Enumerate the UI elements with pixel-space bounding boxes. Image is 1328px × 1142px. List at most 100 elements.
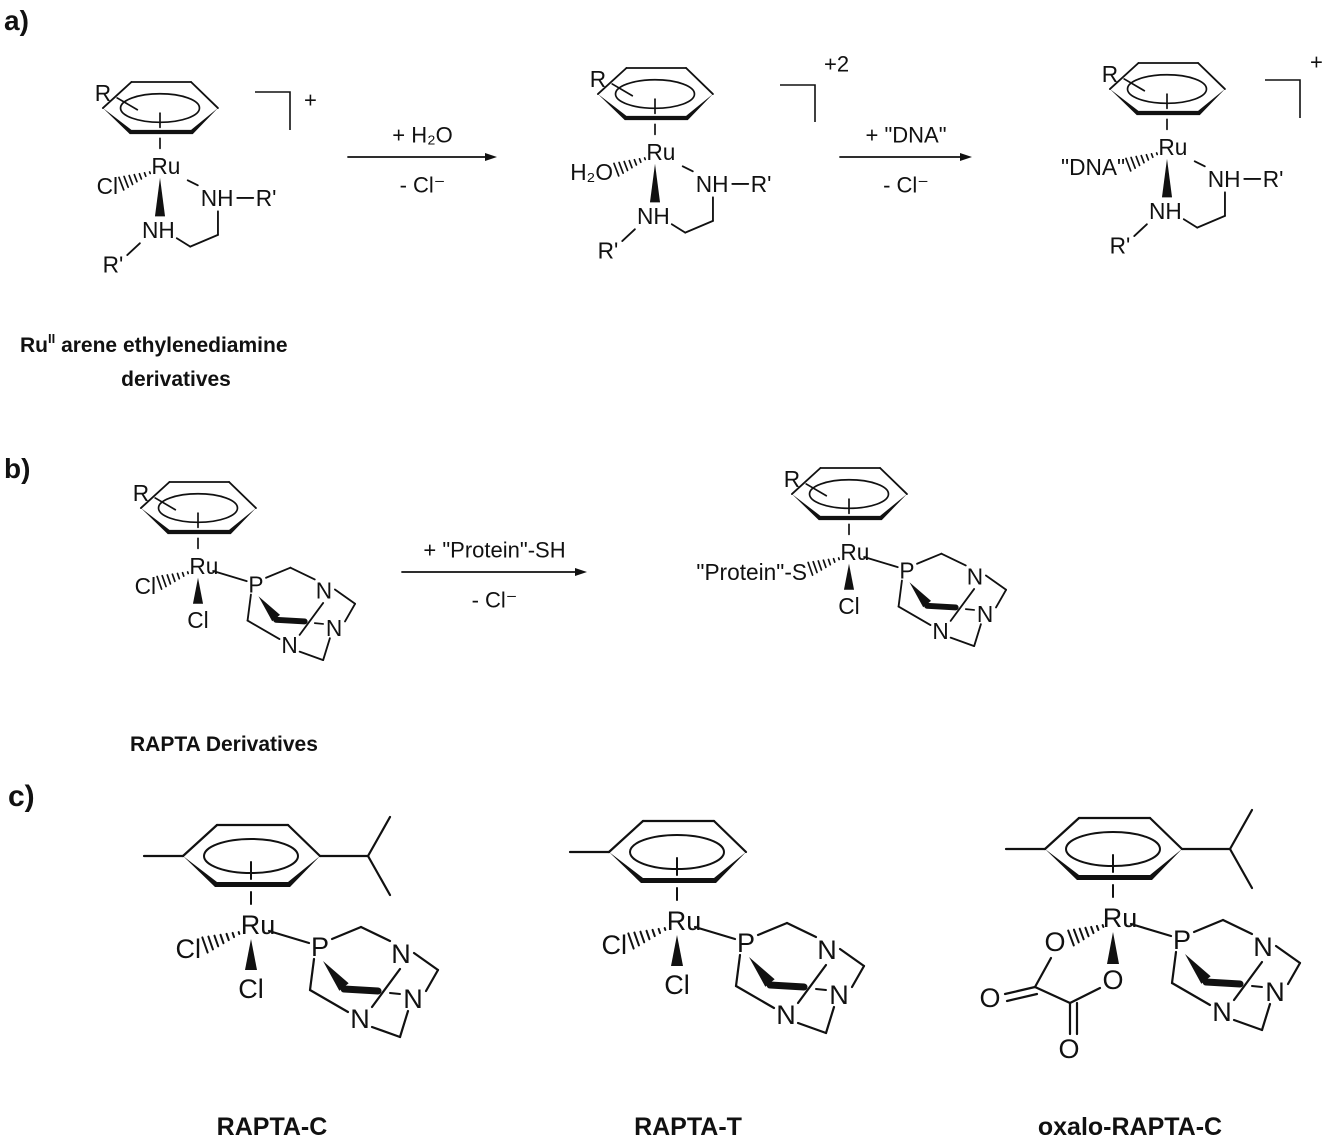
left-ligand-label: Cl — [135, 573, 156, 599]
nitrogen-label: N — [391, 939, 411, 969]
bond — [308, 957, 316, 992]
nitrogen-label: N — [403, 984, 423, 1014]
left-ligand-label: H₂O — [570, 159, 613, 185]
r-bond — [116, 97, 139, 111]
bond — [838, 947, 866, 968]
bond — [1068, 986, 1102, 1005]
bond — [1170, 981, 1212, 1007]
bond — [596, 67, 628, 95]
arene-ring — [1043, 816, 1184, 898]
reaction-arrow-head — [960, 153, 972, 161]
hash-line — [219, 933, 225, 945]
wedge-bond — [749, 957, 775, 987]
hashed-bond — [156, 571, 190, 590]
bond — [684, 219, 714, 234]
bond — [863, 556, 899, 569]
nitrogen-label: N — [316, 577, 332, 603]
nitrogen-label: N — [977, 601, 993, 627]
hash-line — [176, 572, 181, 580]
bond — [1260, 1002, 1272, 1032]
bond — [412, 951, 440, 972]
ruthenium-label: Ru — [1158, 134, 1187, 160]
wedge-bond — [909, 582, 932, 608]
hash-line — [638, 158, 642, 164]
compound-name: oxalo-RAPTA-C — [1038, 1113, 1222, 1141]
bond — [879, 467, 908, 495]
bond — [824, 1005, 836, 1035]
bond — [681, 165, 694, 173]
hash-line — [231, 931, 236, 939]
hash-line — [166, 574, 172, 585]
hash-line — [148, 171, 152, 175]
bond — [1232, 960, 1264, 1002]
hash-line — [201, 936, 209, 954]
bond — [949, 636, 976, 648]
reaction-arrow-head — [575, 568, 587, 576]
bond — [916, 552, 943, 565]
hash-line — [623, 160, 629, 172]
hash-line — [1135, 155, 1141, 167]
bond — [424, 968, 440, 993]
bond — [984, 574, 1008, 591]
bond — [370, 967, 402, 1009]
bond — [964, 608, 976, 611]
bond — [796, 963, 828, 1005]
phosphorus-label: P — [311, 932, 329, 962]
nitrogen-label: N — [817, 935, 837, 965]
bond — [1033, 985, 1072, 1005]
hashed-bond — [627, 927, 667, 950]
r-prime-label: R' — [1263, 166, 1284, 192]
charge-bracket — [1265, 79, 1301, 118]
hash-line — [628, 159, 633, 169]
carbonyl-oxygen-label: O — [1058, 1034, 1079, 1064]
bold-bond — [766, 981, 808, 991]
hash-line — [1155, 152, 1159, 156]
isopropyl-bond — [1228, 847, 1254, 890]
hash-line — [1145, 153, 1150, 161]
bond — [1108, 62, 1140, 90]
hash-line — [837, 557, 841, 561]
hash-line — [1072, 928, 1080, 944]
bond — [126, 242, 141, 256]
bond — [101, 81, 133, 109]
hash-line — [186, 571, 190, 575]
bond — [189, 233, 219, 248]
bold-bond — [1202, 978, 1244, 988]
bond — [1005, 992, 1039, 1003]
arene-ring — [790, 467, 908, 536]
r-prime-label: R' — [103, 251, 124, 277]
wedge-bond — [649, 163, 661, 203]
bond — [286, 823, 322, 858]
hash-line — [1130, 156, 1137, 170]
bond — [1286, 961, 1302, 986]
phosphorus-label: P — [248, 571, 263, 597]
carbonyl-oxygen-label: O — [979, 983, 1000, 1013]
hash-line — [1090, 925, 1095, 935]
charge-label: +2 — [824, 52, 849, 77]
bond — [1192, 918, 1225, 934]
nitrogen-label: N — [1253, 932, 1273, 962]
bond — [1232, 1018, 1264, 1032]
bond — [897, 605, 932, 627]
arrow-reagent-label: + "DNA" — [865, 123, 946, 148]
bond — [940, 552, 967, 567]
hashed-bond — [613, 157, 647, 177]
hashed-bond — [201, 931, 241, 954]
hash-line — [118, 176, 125, 191]
bond — [1148, 816, 1184, 851]
arrow-byproduct-label: - Cl⁻ — [883, 173, 929, 198]
panel-b-label: b) — [4, 453, 30, 484]
panel-b-caption: RAPTA Derivatives — [130, 733, 318, 756]
left-ligand-label: "DNA" — [1061, 154, 1125, 180]
arene-ring — [139, 481, 257, 550]
hash-line — [161, 574, 167, 588]
substituent-r: R — [133, 480, 149, 506]
hashed-bond — [1125, 152, 1159, 172]
arrow-reagent-label: + "Protein"-SH — [423, 538, 565, 563]
